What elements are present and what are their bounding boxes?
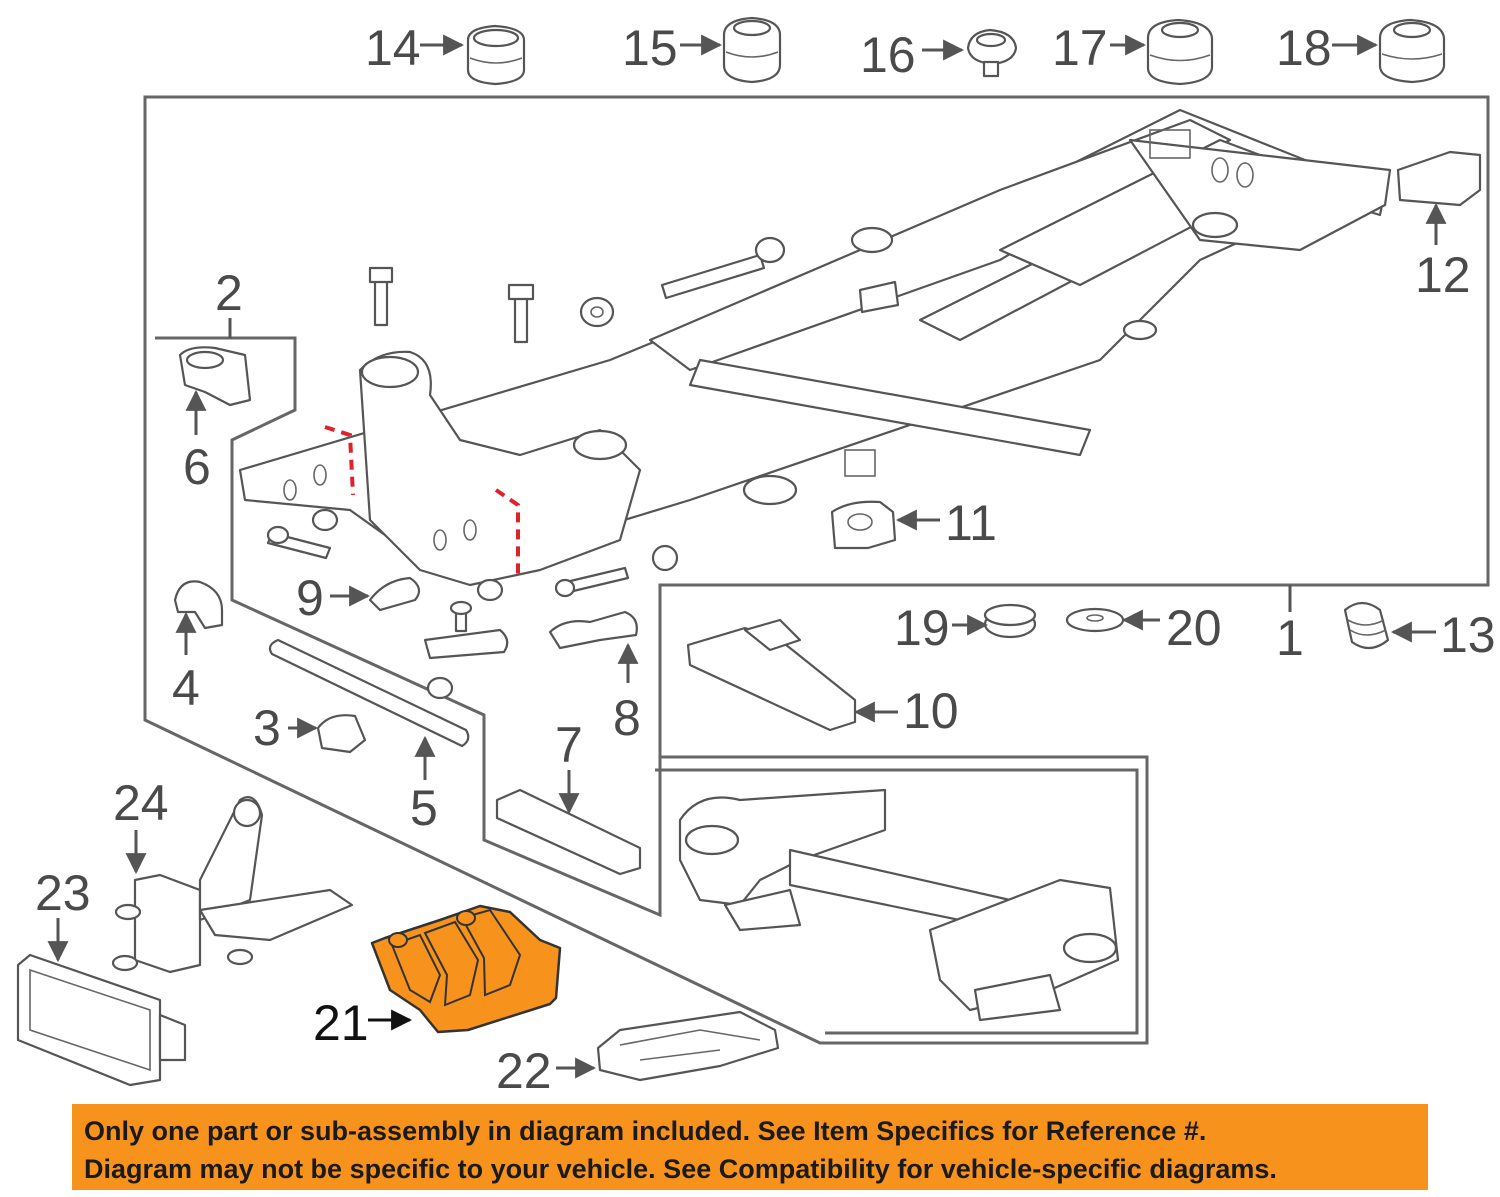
assembly-outline-group-2 [155, 336, 662, 918]
mount-bracket-6 [178, 346, 252, 407]
callout-21: 21 [313, 995, 369, 1051]
bracket-11 [830, 500, 897, 550]
section-cut-line-right [494, 488, 520, 578]
callout-20: 20 [1166, 600, 1222, 656]
mount-bracket-4 [173, 580, 224, 630]
washer-19 [983, 603, 1037, 639]
callout-9: 9 [296, 570, 324, 626]
callout-7: 7 [555, 717, 583, 773]
body-mount-15 [722, 16, 782, 84]
link-9 [368, 576, 421, 612]
link-8 [423, 610, 638, 660]
callout-13: 13 [1440, 607, 1496, 663]
callout-10: 10 [903, 683, 959, 739]
callout-3: 3 [253, 700, 281, 756]
callout-18: 18 [1276, 20, 1332, 76]
bracket-3 [316, 714, 367, 754]
vehicle-frame [238, 108, 1392, 587]
callout-16: 16 [860, 27, 916, 83]
assembly-outline-main [143, 95, 1490, 1045]
rear-section-outline [655, 768, 1139, 1035]
frame-bolts [266, 236, 786, 700]
body-mount-18 [1378, 18, 1446, 84]
notice-line-1: Only one part or sub-assembly in diagram… [84, 1116, 1207, 1146]
rear-cradle-assembly [678, 788, 1120, 1022]
bracket-12 [1396, 150, 1482, 207]
body-mount-17 [1146, 18, 1214, 86]
skid-plate-22 [596, 1010, 780, 1082]
callout-2: 2 [215, 265, 243, 321]
bracket-24 [111, 796, 354, 974]
crossmember-10 [686, 618, 857, 732]
notice-line-2: Diagram may not be specific to your vehi… [84, 1154, 1277, 1184]
callout-12: 12 [1415, 247, 1471, 303]
notice-banner: Only one part or sub-assembly in diagram… [72, 1104, 1428, 1190]
brace-5 [268, 638, 470, 748]
callout-17: 17 [1052, 20, 1108, 76]
callout-14: 14 [365, 20, 421, 76]
callout-22: 22 [496, 1043, 552, 1099]
callout-23: 23 [35, 865, 91, 921]
callout-4: 4 [172, 660, 200, 716]
callout-5: 5 [410, 780, 438, 836]
callout-15: 15 [622, 20, 678, 76]
callout-6: 6 [183, 439, 211, 495]
body-mount-16 [966, 28, 1018, 78]
washer-20 [1065, 607, 1125, 633]
crossmember-7 [495, 788, 642, 876]
callout-1: 1 [1276, 610, 1304, 666]
section-cut-line-left [324, 425, 355, 496]
callout-19: 19 [894, 600, 950, 656]
control-module-23 [16, 953, 187, 1087]
spring-13 [1343, 601, 1390, 650]
callout-8: 8 [613, 690, 641, 746]
callout-11: 11 [945, 495, 997, 551]
skid-plate-21-highlighted [370, 904, 562, 1034]
body-mount-14 [466, 24, 526, 86]
callout-24: 24 [113, 775, 169, 831]
